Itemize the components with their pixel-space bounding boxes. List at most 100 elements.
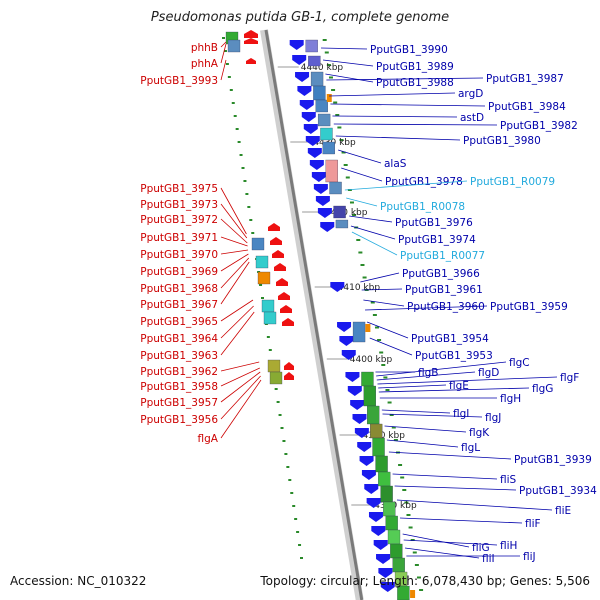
gene-feature-block: [361, 371, 374, 387]
reverse-gene-arrow: [244, 30, 258, 38]
gene-leader-line: [326, 77, 484, 81]
gene-leader-line: [361, 288, 403, 291]
gene-feature-block: [352, 321, 366, 343]
gene-leader-line: [363, 299, 405, 307]
gene-feature-block: [263, 311, 277, 325]
gene-label-left: PputGB1_3965: [140, 316, 218, 328]
gene-feature-block: [267, 359, 281, 373]
gene-leader-line: [338, 149, 382, 164]
gene-leader-line: [341, 167, 383, 182]
gene-label-right: flgI: [453, 408, 469, 420]
reverse-gene-arrow: [272, 250, 284, 258]
gene-feature-block: [227, 39, 241, 53]
gene-feature-block: [325, 159, 338, 183]
gene-leader-line: [220, 43, 227, 64]
kbp-label: 4440 kbp: [301, 63, 344, 73]
gene-feature-block: [317, 113, 331, 127]
gene-label-right: PputGB1_3989: [376, 61, 454, 73]
gene-label-right: flgK: [469, 427, 490, 439]
gene-leader-line: [384, 425, 467, 433]
gene-feature-block: [367, 405, 380, 425]
gene-feature-block: [387, 529, 401, 545]
forward-gene-arrow: [299, 100, 314, 110]
forward-gene-arrow: [320, 222, 335, 232]
genome-backbone-shadow: [260, 29, 364, 600]
gene-leader-line: [220, 218, 248, 244]
kbp-label: 4380 kbp: [374, 501, 417, 511]
gene-leader-line: [220, 371, 261, 403]
gene-label-right: PputGB1_3934: [519, 485, 597, 497]
reverse-gene-arrow: [282, 318, 294, 326]
reverse-gene-arrow: [280, 305, 292, 313]
forward-gene-arrow: [307, 148, 322, 158]
forward-gene-arrow: [297, 86, 312, 96]
forward-gene-arrow: [313, 184, 328, 194]
forward-gene-arrow: [295, 72, 310, 82]
gene-label-left: PputGB1_3972: [140, 214, 218, 226]
gene-leader-line: [376, 361, 507, 377]
gene-label-right: astD: [460, 112, 484, 124]
gene-label-left: PputGB1_3956: [140, 414, 218, 426]
forward-gene-arrow: [317, 208, 332, 218]
gene-label-left: flgA: [198, 433, 219, 445]
gene-label-right: fliG: [472, 542, 490, 554]
forward-gene-arrow: [315, 196, 330, 206]
gene-label-left: PputGB1_3963: [140, 350, 218, 362]
gene-label-right: PputGB1_R0077: [400, 250, 485, 262]
gene-leader-line: [220, 41, 227, 48]
forward-gene-arrow: [359, 456, 374, 466]
gene-label-right: PputGB1_3978: [385, 176, 463, 188]
gene-label-right: fliJ: [523, 551, 536, 563]
kbp-label: 4390 kbp: [363, 431, 406, 441]
gene-leader-line: [322, 59, 374, 67]
gene-feature-block: [257, 271, 271, 285]
gene-leader-line: [220, 249, 249, 255]
gene-label-right: flgE: [449, 380, 469, 392]
gene-label-right: PputGB1_3980: [463, 135, 541, 147]
gene-label-right: PputGB1_R0078: [380, 201, 465, 213]
gene-leader-line: [376, 371, 476, 381]
gene-leader-line: [381, 409, 451, 414]
gene-feature-block: [392, 557, 405, 573]
forward-gene-arrow: [303, 124, 318, 134]
gene-leader-line: [360, 272, 400, 283]
gene-leader-line: [366, 321, 409, 339]
forward-gene-arrow: [289, 40, 304, 50]
gene-feature-accent: [410, 590, 416, 598]
gene-label-right: PputGB1_3966: [402, 268, 480, 280]
forward-gene-arrow: [378, 568, 393, 578]
gene-feature-block: [251, 237, 265, 251]
accession-text: Accession: NC_010322: [10, 574, 147, 588]
gene-leader-line: [378, 387, 530, 393]
gene-leader-line: [396, 499, 553, 511]
forward-gene-arrow: [368, 512, 383, 522]
gene-label-right: PputGB1_3939: [514, 454, 592, 466]
gene-leader-line: [220, 59, 227, 81]
gene-feature-accent: [365, 324, 371, 332]
gene-leader-line: [350, 225, 396, 240]
forward-gene-arrow: [341, 350, 356, 360]
forward-gene-arrow: [292, 55, 307, 65]
gene-label-right: alaS: [384, 158, 407, 170]
gene-label-right: PputGB1_3959: [490, 301, 568, 313]
forward-gene-arrow: [301, 112, 316, 122]
gene-feature-block: [372, 437, 385, 457]
gene-feature-block: [269, 371, 283, 385]
gene-feature-block: [255, 255, 269, 269]
gene-label-left: PputGB1_3971: [140, 232, 218, 244]
gene-feature-accent: [326, 94, 332, 102]
gene-label-right: flgG: [532, 383, 553, 395]
gene-feature-block: [329, 181, 342, 195]
gene-label-right: PputGB1_3974: [398, 234, 476, 246]
gene-leader-line: [220, 187, 247, 235]
gene-feature-block: [390, 543, 403, 559]
gene-feature-block: [375, 455, 388, 473]
forward-gene-arrow: [357, 442, 372, 452]
reverse-gene-arrow: [284, 372, 294, 380]
gene-label-left: phhA: [191, 58, 219, 70]
forward-gene-arrow: [352, 414, 367, 424]
gene-label-left: PputGB1_3968: [140, 283, 218, 295]
gene-leader-line: [335, 135, 461, 141]
gene-leader-line: [220, 379, 262, 439]
